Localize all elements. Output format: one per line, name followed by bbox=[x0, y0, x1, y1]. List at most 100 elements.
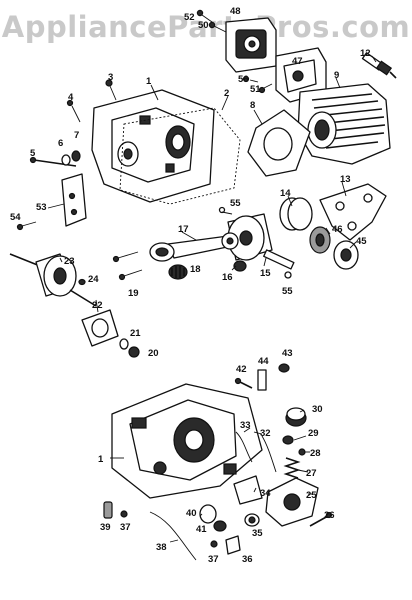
callout-14: 14 bbox=[280, 188, 291, 199]
part-51-screw bbox=[258, 83, 273, 94]
part-47-muffler bbox=[275, 47, 327, 103]
callout-29: 29 bbox=[308, 428, 319, 439]
part-5-stud bbox=[29, 156, 77, 167]
callout-25: 25 bbox=[306, 490, 317, 501]
callout-23: 23 bbox=[64, 256, 75, 267]
part-3-screw bbox=[105, 79, 117, 101]
part-22-flange bbox=[81, 309, 119, 347]
part-15-piston-pin bbox=[263, 249, 295, 279]
callout-50: 50 bbox=[198, 20, 209, 31]
part-20-nut bbox=[128, 346, 140, 358]
callout-51: 51 bbox=[250, 84, 261, 95]
part-52-screw bbox=[196, 9, 213, 23]
part-37-clip-lower bbox=[210, 540, 218, 548]
callout-35: 35 bbox=[252, 528, 263, 539]
callout-48: 48 bbox=[230, 6, 241, 17]
part-33-hose bbox=[235, 431, 253, 463]
part-32-tube bbox=[261, 435, 277, 473]
callout-27: 27 bbox=[306, 468, 317, 479]
part-16-needle-bearing bbox=[233, 260, 247, 272]
callout-19: 19 bbox=[128, 288, 139, 299]
callout-3: 3 bbox=[108, 72, 113, 83]
callout-53: 53 bbox=[36, 202, 47, 213]
callout-26: 26 bbox=[324, 510, 335, 521]
callout-24: 24 bbox=[88, 274, 99, 285]
callout-labels: 1 2 3 4 5 6 7 8 9 12 13 14 15 16 17 18 1… bbox=[10, 6, 371, 565]
callout-55-top: 55 bbox=[230, 198, 241, 209]
part-36-fitting bbox=[225, 535, 241, 555]
callout-55-bottom: 55 bbox=[282, 286, 293, 297]
part-21-washer bbox=[119, 338, 129, 350]
callout-28: 28 bbox=[310, 448, 321, 459]
part-54-screw bbox=[16, 221, 37, 231]
part-25-pump-housing bbox=[265, 477, 319, 527]
part-13-plate bbox=[319, 183, 387, 241]
part-7-nut bbox=[71, 150, 81, 162]
callout-2: 2 bbox=[224, 88, 229, 99]
part-29-plug bbox=[282, 435, 294, 445]
callout-17: 17 bbox=[178, 224, 189, 235]
part-55-clip bbox=[218, 206, 226, 214]
leader-lines bbox=[47, 55, 377, 543]
callout-18: 18 bbox=[190, 264, 201, 275]
callout-5: 5 bbox=[30, 148, 36, 159]
callout-6: 6 bbox=[58, 138, 63, 149]
callout-37-left: 37 bbox=[120, 522, 131, 533]
part-37-clip bbox=[120, 510, 128, 518]
part-1-crankcase-lower bbox=[111, 383, 263, 499]
part-45-seal bbox=[333, 240, 359, 270]
callout-39: 39 bbox=[100, 522, 111, 533]
part-2-gasket bbox=[119, 107, 241, 205]
part-41-fitting bbox=[213, 520, 227, 532]
part-56-washer bbox=[242, 75, 259, 83]
callout-9: 9 bbox=[334, 70, 339, 81]
part-6-washer bbox=[61, 154, 71, 166]
callout-40: 40 bbox=[186, 508, 197, 519]
part-26-screw bbox=[309, 511, 333, 527]
callout-42: 42 bbox=[236, 364, 247, 375]
callout-16: 16 bbox=[222, 272, 233, 283]
callout-22: 22 bbox=[92, 300, 103, 311]
callout-44: 44 bbox=[258, 356, 269, 367]
part-38-hose bbox=[149, 511, 197, 561]
callout-33: 33 bbox=[240, 420, 251, 431]
callout-12: 12 bbox=[360, 48, 371, 59]
part-8-gasket bbox=[247, 109, 311, 177]
part-44-pin bbox=[257, 369, 267, 391]
part-50-screw bbox=[208, 21, 227, 33]
callout-4: 4 bbox=[68, 92, 74, 103]
callout-45: 45 bbox=[356, 236, 367, 247]
part-39-filter bbox=[103, 501, 113, 519]
part-12-spark-plug bbox=[361, 52, 397, 79]
callout-37-bottom: 37 bbox=[208, 554, 219, 565]
callout-13: 13 bbox=[340, 174, 351, 185]
part-14-piston-rings bbox=[279, 197, 313, 231]
part-46-bearing bbox=[309, 226, 331, 254]
part-17-connecting-rod bbox=[149, 232, 239, 262]
part-43-nut bbox=[278, 363, 290, 373]
callout-7: 7 bbox=[74, 130, 79, 141]
callout-36: 36 bbox=[242, 554, 253, 565]
callout-38: 38 bbox=[156, 542, 167, 553]
callout-30: 30 bbox=[312, 404, 323, 415]
part-24-key bbox=[78, 278, 86, 286]
part-18-needle-cage bbox=[168, 264, 188, 280]
callout-47: 47 bbox=[292, 56, 303, 67]
callout-34: 34 bbox=[260, 488, 271, 499]
part-53-bracket bbox=[61, 173, 87, 227]
callout-1-top: 1 bbox=[146, 76, 152, 87]
callout-41: 41 bbox=[196, 524, 207, 535]
part-40-ring bbox=[199, 504, 217, 524]
callout-52: 52 bbox=[184, 12, 195, 23]
part-35-fitting bbox=[244, 513, 260, 527]
callout-54: 54 bbox=[10, 212, 21, 223]
watermark: AppliancePartsPros.com bbox=[1, 10, 411, 44]
callout-1-bottom: 1 bbox=[98, 454, 104, 465]
part-30-cap bbox=[285, 407, 307, 427]
part-48-carburetor bbox=[225, 17, 277, 73]
part-1-crankcase-half bbox=[91, 89, 215, 203]
callout-32: 32 bbox=[260, 428, 271, 439]
part-34-gasket bbox=[233, 475, 263, 505]
